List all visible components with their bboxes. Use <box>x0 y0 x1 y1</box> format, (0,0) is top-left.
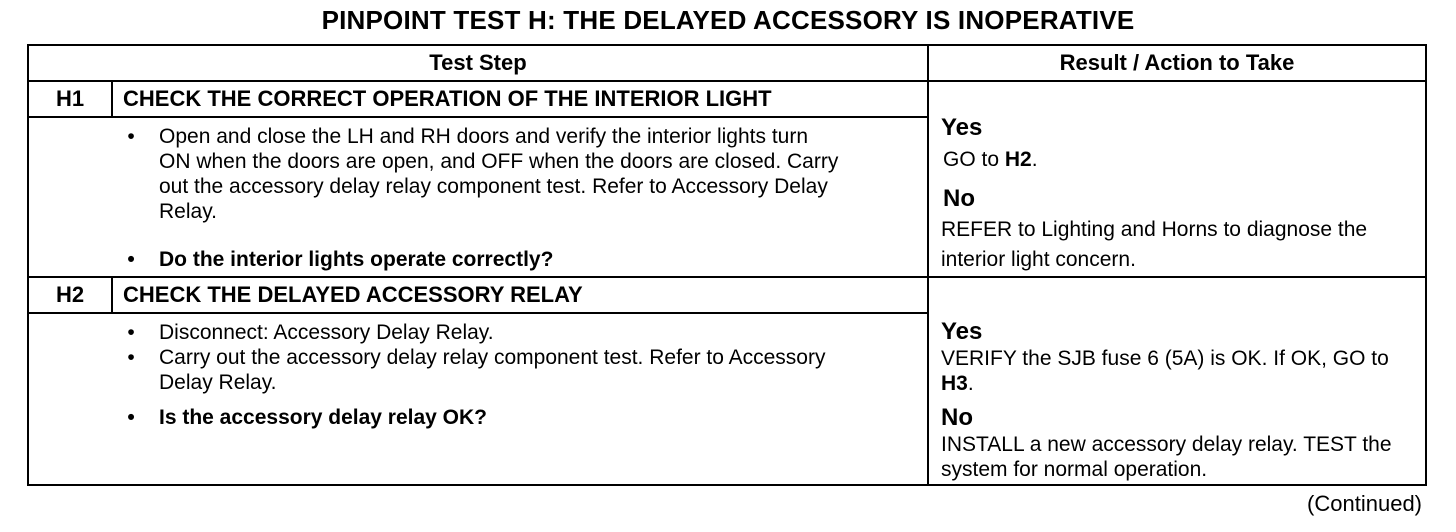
h2-question-text: Is the accessory delay relay OK? <box>159 406 488 429</box>
h1-id-divider <box>111 82 113 116</box>
header-result-action: Result / Action to Take <box>1059 50 1295 75</box>
bullet-icon: • <box>127 125 135 148</box>
h1-no-text: REFER to Lighting and Horns to diagnose … <box>941 218 1368 271</box>
h1-question-text: Do the interior lights operate correctly… <box>159 248 554 271</box>
h2-id-divider <box>111 278 113 312</box>
header-divider <box>29 80 1425 82</box>
h2-title-divider <box>29 312 927 314</box>
h2-yes-label: Yes <box>941 318 983 345</box>
h2-yes-ref-link[interactable]: H3 <box>941 372 968 395</box>
page-title: PINPOINT TEST H: THE DELAYED ACCESSORY I… <box>321 5 1135 35</box>
h1-bullet-1: • Open and close the LH and RH doors and… <box>121 124 841 228</box>
bullet-icon: • <box>127 321 135 344</box>
bullet-icon: • <box>127 406 135 429</box>
pinpoint-test-table: Test Step Result / Action to Take H1 CHE… <box>27 44 1427 486</box>
h2-bullet-2: • Carry out the accessory delay relay co… <box>121 345 881 397</box>
h2-bullet-1: • Disconnect: Accessory Delay Relay. <box>121 320 881 346</box>
step-id-h2: H2 <box>55 282 85 307</box>
h1-question: • Do the interior lights operate correct… <box>121 247 881 273</box>
column-divider <box>927 46 929 484</box>
h2-bullet-1-text: Disconnect: Accessory Delay Relay. <box>159 321 494 344</box>
h1-no-label: No <box>943 185 975 212</box>
step-divider <box>29 276 1425 278</box>
h1-bullet-1-text: Open and close the LH and RH doors and v… <box>159 125 839 223</box>
bullet-icon: • <box>127 248 135 271</box>
h1-yes-ref-link[interactable]: H2 <box>1004 148 1032 171</box>
step-title-h1: CHECK THE CORRECT OPERATION OF THE INTER… <box>123 86 772 111</box>
h1-yes-text: GO to H2. <box>943 148 1038 171</box>
h2-no-label: No <box>941 404 973 431</box>
h2-no-text: INSTALL a new accessory delay relay. TES… <box>941 433 1392 481</box>
h2-question: • Is the accessory delay relay OK? <box>121 405 881 431</box>
h2-bullet-2-text: Carry out the accessory delay relay comp… <box>159 346 826 394</box>
step-title-h2: CHECK THE DELAYED ACCESSORY RELAY <box>123 282 583 307</box>
continued-note: (Continued) <box>1307 491 1422 516</box>
bullet-icon: • <box>127 346 135 369</box>
h2-yes-text: VERIFY the SJB fuse 6 (5A) is OK. If OK,… <box>941 347 1389 395</box>
header-test-step: Test Step <box>429 50 527 75</box>
h1-yes-label: Yes <box>941 114 983 141</box>
step-id-h1: H1 <box>55 86 85 111</box>
h1-title-divider <box>29 116 927 118</box>
